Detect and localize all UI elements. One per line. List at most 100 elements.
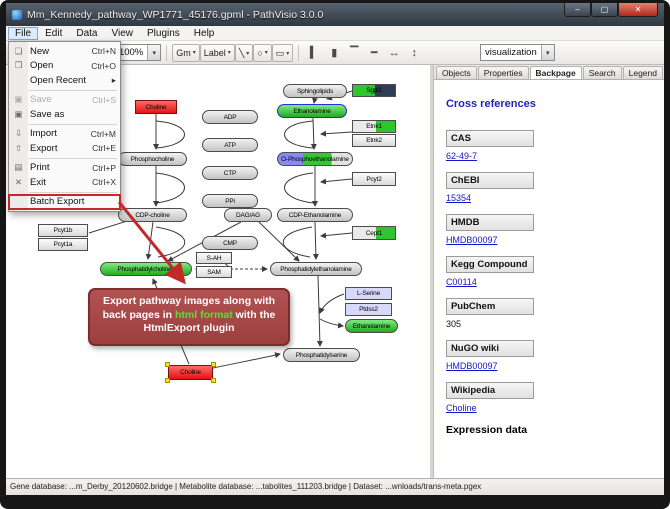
callout-text-green: html format [175,308,233,321]
node-label: Phosphatidylserine [295,351,348,359]
node-label: CDP-choline [135,211,170,219]
align-top-button[interactable]: ▔ [350,47,359,59]
menu-item-label: Import [30,128,57,140]
pathway-node-sphingolipids[interactable]: Sphingolipids [283,84,347,98]
pathway-node-ctp[interactable]: CTP [202,166,258,180]
pathway-node-cmp[interactable]: CMP [202,236,258,250]
pathway-node-choline[interactable]: Choline [165,362,216,383]
selection-handle[interactable] [165,362,170,367]
app-icon [12,9,22,20]
pathway-node-ethanolamine[interactable]: Ethanolamine [345,319,398,333]
zoom-dropdown-arrow[interactable]: ▾ [147,45,161,60]
xref-value-chebi[interactable]: 15354 [445,193,471,203]
node-label: Pcyt1a [53,241,73,248]
pathway-node-ptdss2[interactable]: Ptdss2 [345,303,392,316]
pathway-node-o-phosphoethanolamine[interactable]: O-Phosphoethanolamine [277,152,353,166]
tab-search[interactable]: Search [582,66,622,79]
pathway-node-etnk1[interactable]: Etnk1 [352,120,396,133]
pathway-node-sam[interactable]: SAM [196,266,232,278]
xref-value-wikipedia[interactable]: Choline [445,403,477,413]
align-center-button[interactable]: ▮ [331,47,338,59]
node-label: Cept1 [365,229,383,237]
selection-handle[interactable] [211,378,216,383]
node-label: S-AH [206,254,222,262]
pathway-node-phosphocholine[interactable]: Phosphocholine [118,152,187,166]
common-height-button[interactable]: ↕ [411,47,417,59]
pathway-node-l-serine[interactable]: L-Serine [345,287,392,300]
visualization-combobox[interactable]: visualization ▾ [480,44,555,61]
xref-value-nugo-wiki[interactable]: HMDB00097 [445,361,498,371]
label-tool-button[interactable]: Label▾ [199,43,235,62]
node-label: CTP [223,169,237,177]
zoom-combobox[interactable]: 100% ▾ [113,44,162,61]
xref-value-hmdb[interactable]: HMDB00097 [445,235,498,245]
pathway-node-sgpl1[interactable]: Sgpl1 [352,84,396,97]
selection-handle[interactable] [165,378,170,383]
pathway-node-pcyt2[interactable]: Pcyt2 [352,172,396,186]
node-label: Ethanolamine [352,322,391,330]
xref-header-wikipedia: Wikipedia [445,382,534,399]
pathway-node-etnk2[interactable]: Etnk2 [352,134,396,147]
align-left-button[interactable]: ▍ [310,47,319,59]
pathway-node-s-ah[interactable]: S-AH [196,252,232,264]
rectangle-tool-button[interactable]: ▭▾ [271,44,294,63]
pathway-node-phosphatidylserine[interactable]: Phosphatidylserine [283,348,360,362]
tab-objects[interactable]: Objects [435,66,477,79]
menu-view[interactable]: View [111,27,133,39]
file-menu-item-save-as[interactable]: ▣Save as [9,107,120,122]
menu-item-label: Save [30,94,52,106]
visualization-dropdown-arrow[interactable]: ▾ [540,45,554,60]
splitter[interactable] [430,65,433,478]
menu-separator [29,89,117,91]
print-icon: ▤ [14,162,23,173]
datanode-tool-button[interactable]: Gm▾ [172,43,200,62]
pathway-node-phosphatidylcholines[interactable]: Phosphatidylcholines [100,262,192,276]
menu-data[interactable]: Data [76,27,98,39]
title-bar[interactable]: Mm_Kennedy_pathway_WP1771_45176.gpml - P… [6,3,664,26]
menu-item-label: Save as [30,108,65,120]
pathway-node-ethanolamine[interactable]: Ethanolamine [277,104,347,118]
pathway-node-pcyt1a[interactable]: Pcyt1a [38,238,88,251]
pathway-node-cdp-ethanolamine[interactable]: CDP-Ethanolamine [277,208,353,222]
pathway-node-adp[interactable]: ADP [202,110,258,124]
pathway-node-cept1[interactable]: Cept1 [352,226,396,240]
tab-backpage[interactable]: Backpage [529,66,582,79]
menu-edit[interactable]: Edit [45,27,63,39]
menu-item-label: Export [30,142,58,154]
backpage-heading: Cross references [445,98,536,110]
pathway-node-phosphatidylethanolamine[interactable]: Phosphatidylethanolamine [270,262,362,276]
tab-properties[interactable]: Properties [477,66,529,79]
oval-tool-button[interactable]: ○▾ [253,43,272,62]
selection-handle[interactable] [211,362,216,367]
close-button[interactable]: ✕ [618,3,658,17]
menu-help[interactable]: Help [193,27,215,39]
maximize-button[interactable]: ▢ [591,3,618,17]
pathway-node-ppi[interactable]: PPi [202,194,258,208]
common-width-button[interactable]: ↔ [388,47,400,59]
pathway-node-pcyt1b[interactable]: Pcyt1b [38,224,88,237]
pathway-node-dag-ag[interactable]: DAG/AG [224,208,272,222]
menu-plugins[interactable]: Plugins [146,27,180,39]
pathway-node-choline[interactable]: Choline [135,100,177,114]
xref-value-kegg-compound[interactable]: C00114 [445,277,477,287]
file-menu-item-open-recent[interactable]: Open Recent▸ [9,73,120,88]
file-menu-item-batch-export[interactable]: Batch Export [8,193,121,210]
minimize-button[interactable]: – [564,3,591,17]
menu-item-shortcut: Ctrl+N [91,46,116,57]
menu-file[interactable]: File [8,26,39,40]
pathway-node-atp[interactable]: ATP [202,138,258,152]
xref-value-cas[interactable]: 62-49-7 [445,151,477,161]
tab-legend[interactable]: Legend [622,66,663,79]
menu-item-label: Exit [30,176,46,188]
line-tool-button[interactable]: ╲▾ [234,44,254,63]
zoom-value: 100% [118,47,144,58]
align-middle-button[interactable]: ━ [370,47,378,59]
pathway-node-cdp-choline[interactable]: CDP-choline [118,208,187,222]
